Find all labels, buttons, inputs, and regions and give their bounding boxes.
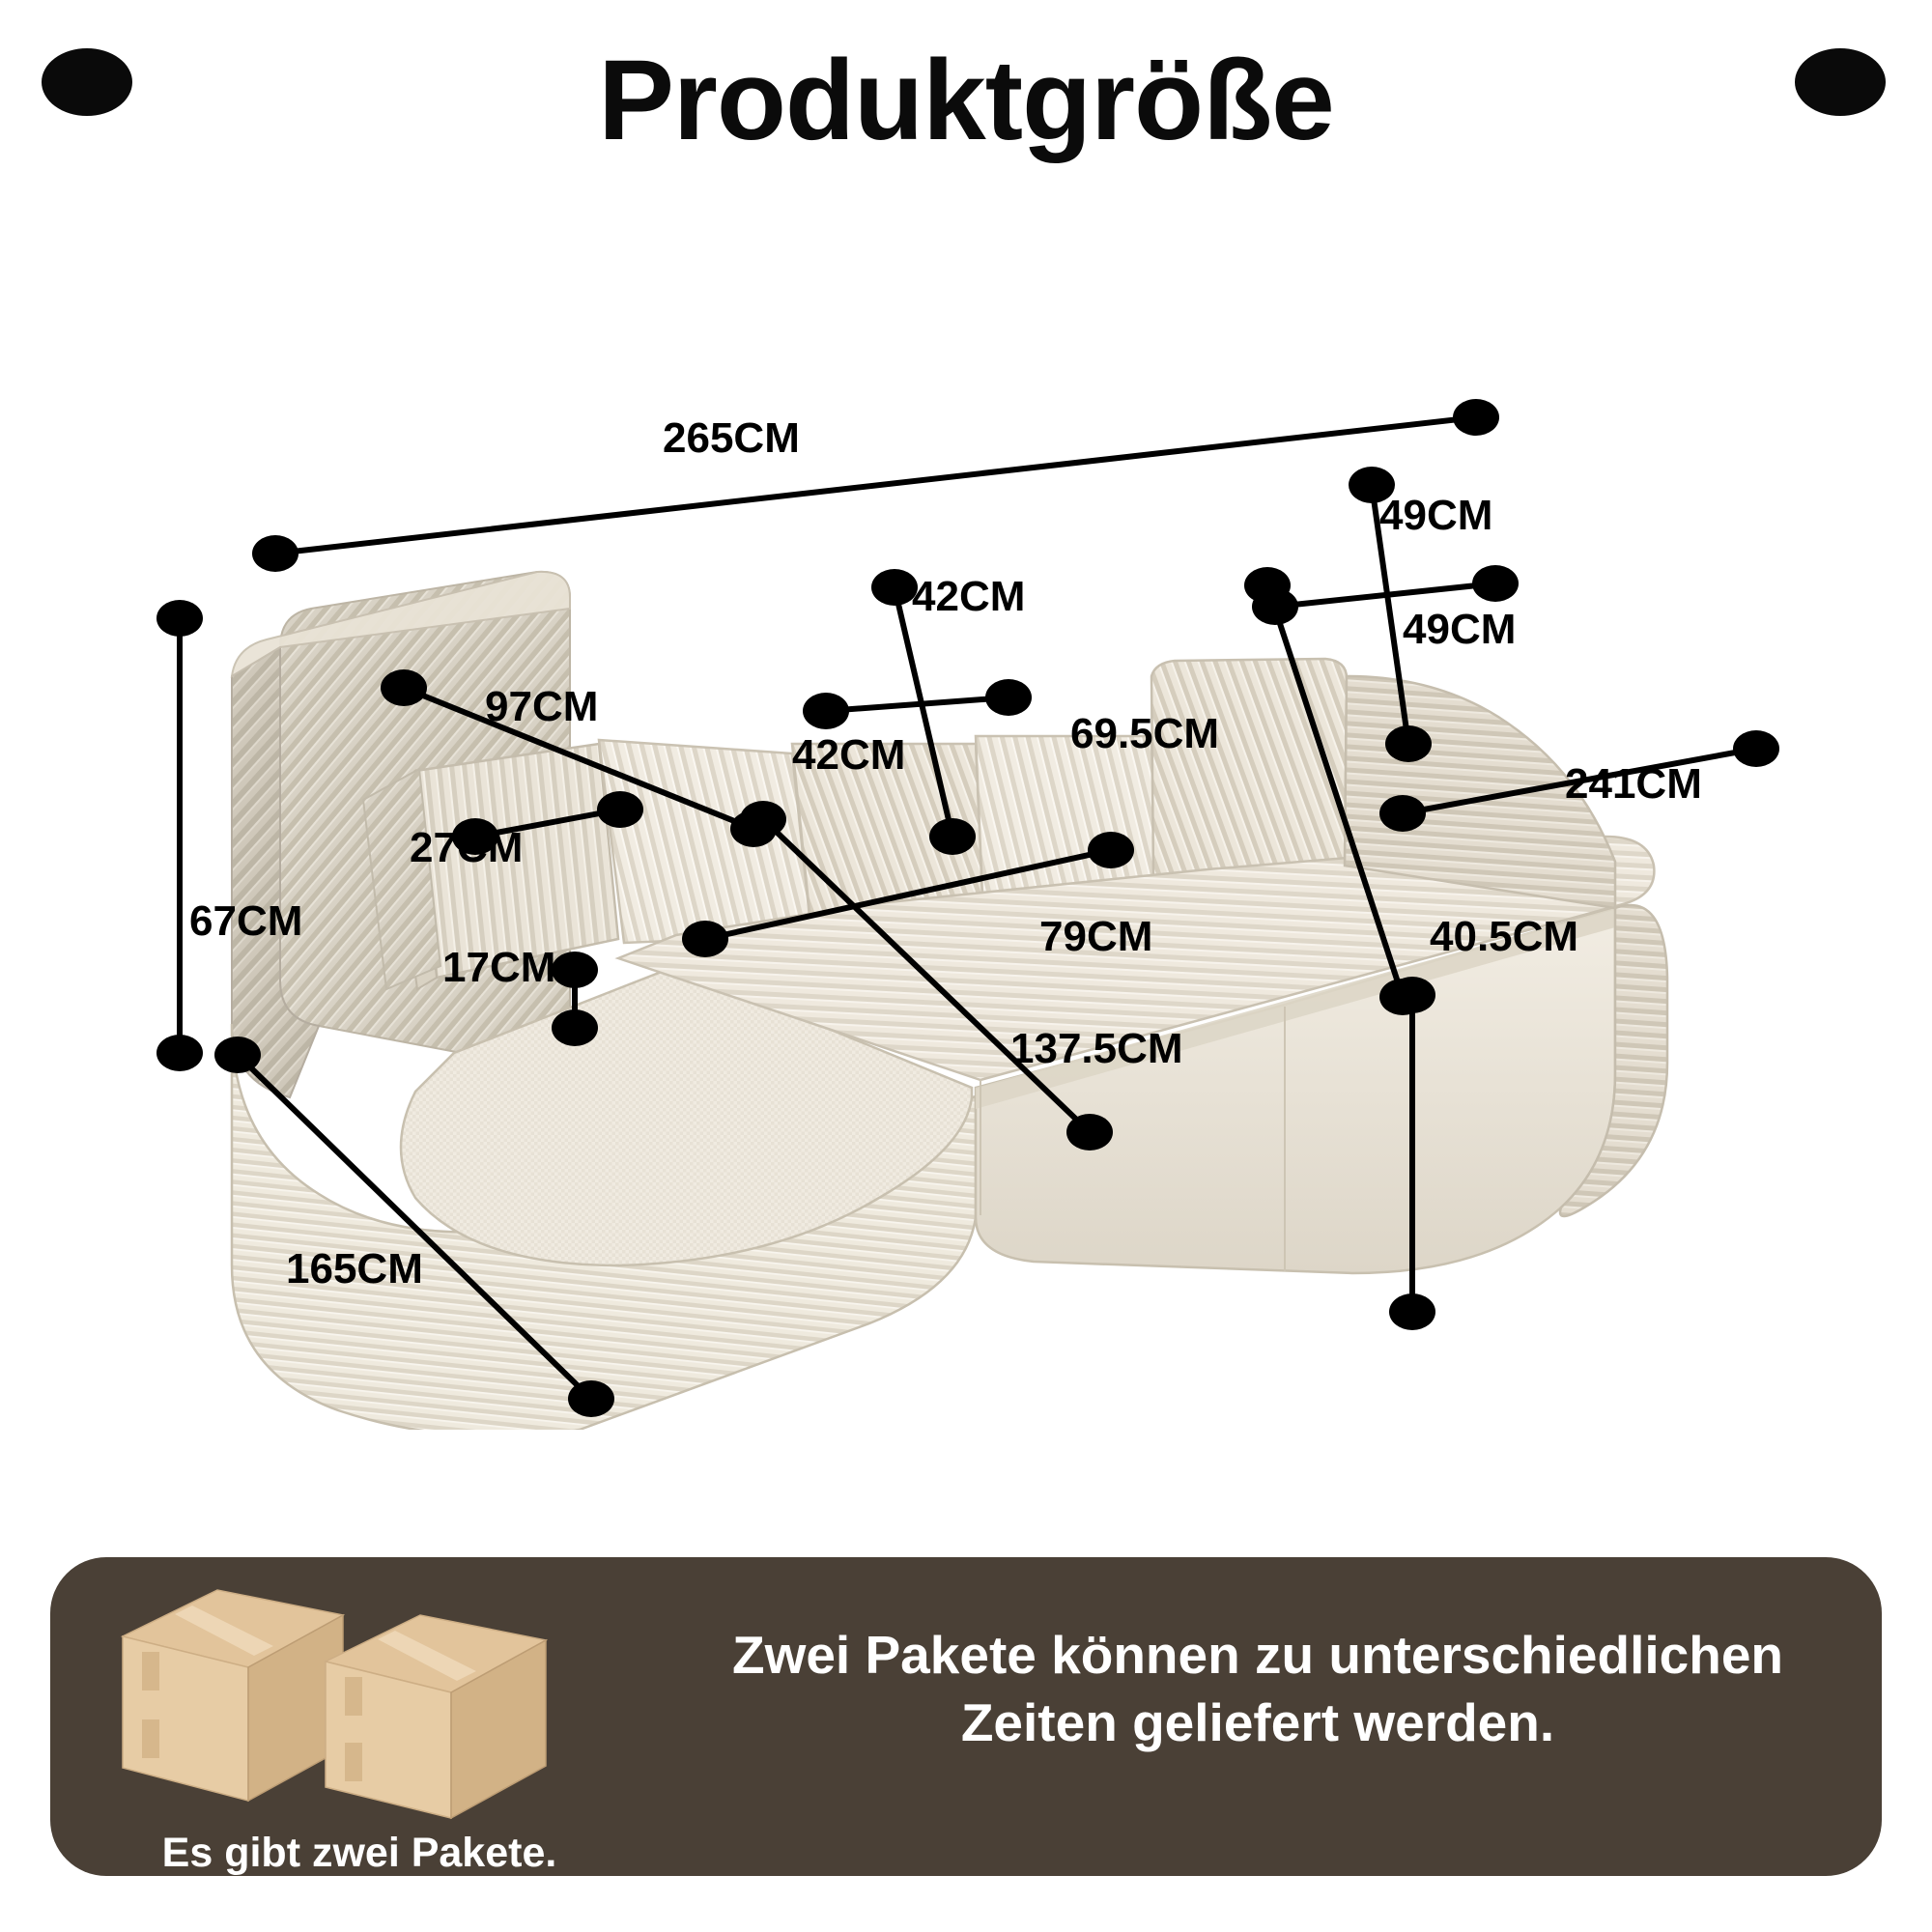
dim-label-seat-depth-back: 69.5CM: [1070, 710, 1220, 757]
shipping-notice-banner: Es gibt zwei Pakete. Zwei Pakete können …: [50, 1557, 1882, 1876]
sofa-back-cushion-4: [1150, 657, 1349, 893]
dim-label-chaise-length: 137.5CM: [1010, 1025, 1183, 1072]
package-caption: Es gibt zwei Pakete.: [161, 1830, 557, 1876]
dim-label-backrest-height: 97CM: [485, 683, 599, 730]
sofa-left-arm-top: [230, 570, 571, 678]
dim-label-overall-height: 67CM: [189, 897, 303, 945]
dim-label-overall-depth: 165CM: [286, 1245, 423, 1293]
dim-label-armrest-width: 27CM: [410, 824, 524, 871]
shipping-notice-text: Zwei Pakete können zu unterschiedlichen …: [668, 1621, 1847, 1757]
dim-label-pillow-width: 49CM: [1403, 606, 1517, 653]
package-boxes-icon: [120, 1589, 549, 1820]
sofa-right-base-seam: [976, 908, 1615, 1109]
box-icon-2: [323, 1614, 549, 1820]
box-icon-1: [120, 1589, 346, 1803]
corner-ellipse-top-left: [42, 48, 132, 116]
dim-label-seat-height: 40.5CM: [1430, 913, 1579, 960]
dim-label-cushion-width: 42CM: [792, 731, 906, 779]
shipping-notice-line-2: Zeiten geliefert werden.: [960, 1692, 1555, 1753]
shipping-notice-line-1: Zwei Pakete können zu unterschiedlichen: [731, 1625, 1784, 1685]
corner-ellipse-top-right: [1795, 48, 1886, 116]
dim-label-pillow-height: 49CM: [1379, 492, 1493, 539]
dim-label-seat-width-right: 241CM: [1565, 760, 1702, 808]
dim-label-armrest-thickness: 17CM: [442, 944, 556, 991]
dim-label-cushion-height: 42CM: [912, 573, 1026, 620]
sofa-back-cushion-1: [597, 738, 813, 945]
dim-label-overall-width: 265CM: [663, 414, 800, 462]
page-title: Produktgröße: [598, 37, 1335, 164]
sofa-right-end-cap: [1558, 903, 1669, 1218]
dim-label-seat-depth: 79CM: [1039, 913, 1153, 960]
